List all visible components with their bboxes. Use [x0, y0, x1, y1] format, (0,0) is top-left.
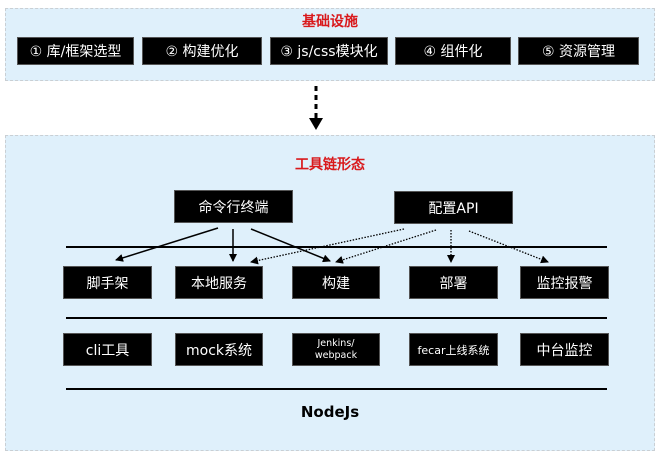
toolchain-title: 工具链形态: [295, 157, 365, 173]
cli-terminal-box: 命令行终端: [174, 190, 293, 223]
connector-arrowhead-icon: [309, 118, 323, 130]
impl-fecar-deploy-system: fecar上线系统: [409, 333, 498, 366]
infra-item-build-optimization: ② 构建优化: [142, 37, 262, 65]
nodejs-base-label: NodeJs: [300, 403, 360, 421]
capability-scaffold: 脚手架: [63, 266, 152, 299]
impl-mock-system: mock系统: [175, 333, 263, 366]
impl-platform-monitoring: 中台监控: [520, 333, 609, 366]
infrastructure-title: 基础设施: [302, 14, 358, 30]
capability-deploy: 部署: [409, 266, 498, 299]
infra-item-resource-management: ⑤ 资源管理: [518, 37, 639, 65]
capability-local-server: 本地服务: [175, 266, 263, 299]
impl-jenkins-webpack: Jenkins/ webpack: [292, 333, 380, 366]
capability-monitoring-alert: 监控报警: [520, 266, 609, 299]
infrastructure-panel: 基础设施 ① 库/框架选型 ② 构建优化 ③ js/css模块化 ④ 组件化 ⑤…: [5, 8, 655, 81]
infra-item-componentization: ④ 组件化: [395, 37, 511, 65]
divider-line-bottom: [66, 388, 607, 390]
impl-cli-tool: cli工具: [63, 333, 152, 366]
capability-build: 构建: [292, 266, 380, 299]
impl-jenkins-webpack-text: Jenkins/ webpack: [314, 337, 358, 361]
infra-item-library-framework: ① 库/框架选型: [17, 37, 134, 65]
infra-to-toolchain-arrow: [309, 86, 323, 130]
divider-line-middle: [66, 317, 607, 319]
config-api-box: 配置API: [394, 191, 513, 224]
divider-line-top: [66, 246, 607, 248]
infra-item-js-css-modular: ③ js/css模块化: [270, 37, 388, 65]
